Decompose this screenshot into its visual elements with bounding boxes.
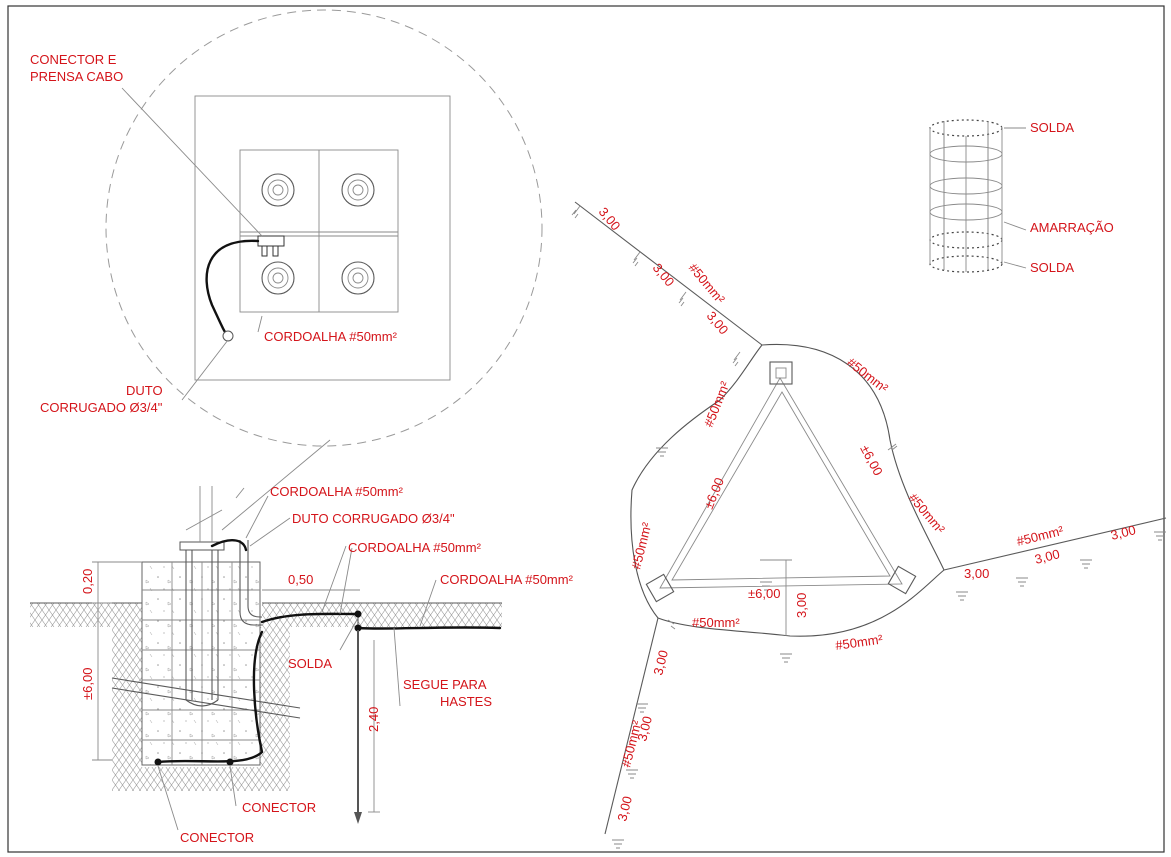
weld-top-label: SOLDA (1030, 120, 1074, 135)
connector-1-label: CONECTOR (242, 800, 316, 815)
dist-label-10: 3,00 (614, 795, 635, 823)
section-view: CORDOALHA #50mm² DUTO CORRUGADO Ø3/4" CO… (30, 484, 574, 845)
dist-label-8: 3,00 (650, 649, 671, 677)
follow-label-line1: SEGUE PARA (403, 677, 487, 692)
section-cable-top-label: CORDOALHA #50mm² (270, 484, 404, 499)
ring-cable-label-5: #50mm² (692, 615, 740, 630)
connector-label-line1: CONECTOR E (30, 52, 117, 67)
side-label-3: ±6,00 (748, 586, 780, 601)
detail-plan: CONECTOR E PRENSA CABO CORDOALHA #50mm² … (30, 9, 543, 447)
detail-circle (105, 9, 543, 447)
plan-cable-label: CORDOALHA #50mm² (264, 329, 398, 344)
dist-label-3: 3,00 (704, 308, 732, 337)
cage-detail: SOLDA AMARRAÇÃO SOLDA (929, 119, 1114, 275)
section-weld-label: SOLDA (288, 656, 332, 671)
dist-label-7: 3,00 (1109, 522, 1137, 543)
connector-label-line2: PRENSA CABO (30, 69, 123, 84)
dim-240-label: 2,40 (366, 707, 381, 732)
dist-label-5: 3,00 (964, 566, 989, 581)
foundation-block (141, 561, 261, 766)
ring-cable-label-6: #50mm² (834, 631, 884, 653)
weld-bottom-label: SOLDA (1030, 260, 1074, 275)
dim-600-label: ±6,00 (80, 668, 95, 700)
cable-clamp (257, 235, 285, 257)
dist-label-9: 3,00 (634, 715, 655, 743)
duct-label-line1: DUTO (126, 383, 163, 398)
dist-label-1: 3,00 (596, 204, 624, 233)
dim-020-label: 0,20 (80, 569, 95, 594)
plan-view: 3,00 3,00 3,00 #50mm² #50mm² #50mm² ±6,0… (571, 201, 1167, 849)
anchor-bolts (261, 173, 375, 295)
ring-cable-label-2: #50mm² (701, 379, 733, 429)
follow-label-line2: HASTES (440, 694, 492, 709)
ring-cable-label-1: #50mm² (844, 355, 891, 397)
connector-2-label: CONECTOR (180, 830, 254, 845)
drawing-frame (7, 5, 1165, 853)
radial-cable-label-1: #50mm² (686, 260, 729, 307)
dim-050-label: 0,50 (288, 572, 313, 587)
ring-cable (630, 343, 945, 637)
duct-label-line2: CORRUGADO Ø3/4" (40, 400, 163, 415)
base-square (194, 95, 451, 381)
section-duct-label: DUTO CORRUGADO Ø3/4" (292, 511, 455, 526)
section-cable-mid-label: CORDOALHA #50mm² (348, 540, 482, 555)
tie-label: AMARRAÇÃO (1030, 220, 1114, 235)
dist-label-4: 3,00 (794, 593, 809, 618)
ring-cable-label-3: #50mm² (906, 490, 949, 537)
dist-label-6: 3,00 (1033, 546, 1061, 567)
side-label-2: ±6,00 (857, 442, 885, 478)
radial-cable-label-2: #50mm² (1015, 523, 1066, 549)
plan-cable (205, 239, 260, 338)
dist-label-2: 3,00 (650, 260, 678, 289)
section-cable-right-label: CORDOALHA #50mm² (440, 572, 574, 587)
